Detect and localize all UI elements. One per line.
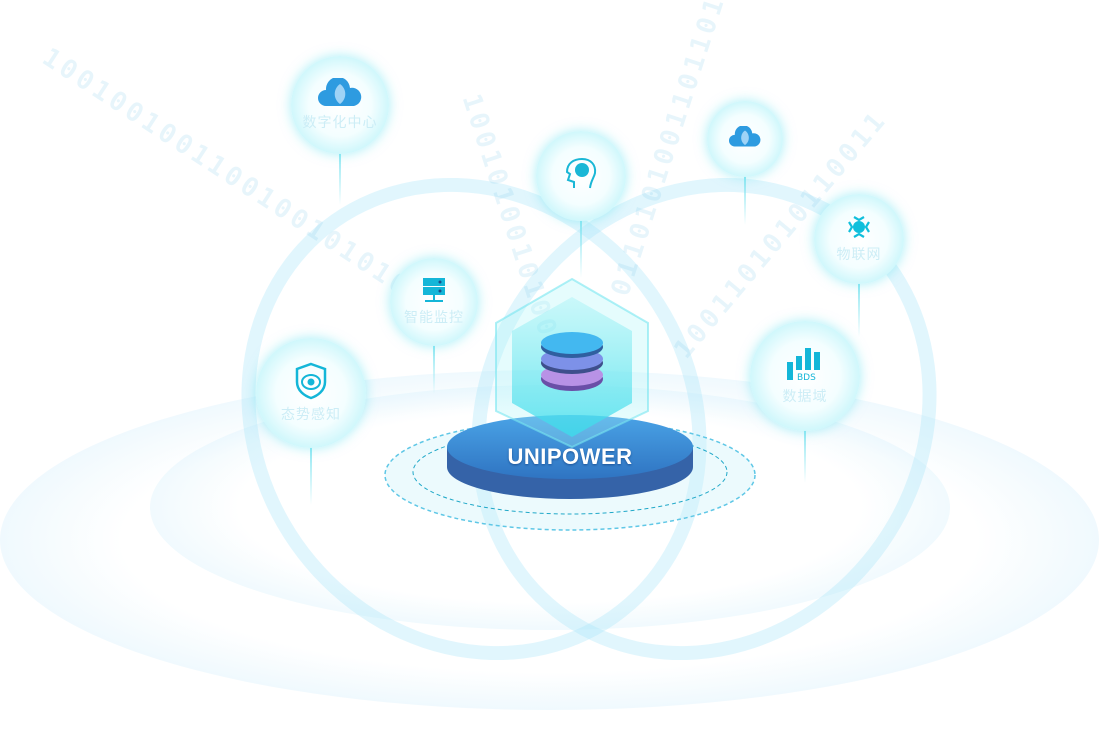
node-label: 数字化中心: [302, 114, 378, 130]
platform-label: UNIPOWER: [507, 444, 633, 469]
cloud-leaf-icon: [729, 126, 761, 147]
shield-eye-icon: [295, 362, 327, 400]
connector-line: [804, 428, 806, 483]
node-label: 数据域: [782, 388, 828, 404]
server-icon: [423, 278, 445, 302]
node-cloud[interactable]: [707, 101, 783, 177]
connector-line: [433, 344, 435, 394]
cloud-leaf-icon: [318, 78, 362, 106]
connector-line: [744, 175, 746, 225]
node-digital-center[interactable]: 数字化中心: [291, 56, 389, 154]
node-label: 智能监控: [404, 309, 464, 325]
node-situation[interactable]: 态势感知: [256, 338, 366, 448]
database-icon: [541, 332, 603, 391]
node-ai-brain[interactable]: [536, 131, 626, 221]
node-label: 态势感知: [281, 406, 341, 422]
connector-line: [310, 445, 312, 505]
node-iot[interactable]: 物联网: [814, 194, 904, 284]
node-label: 物联网: [836, 246, 882, 262]
node-data-domain[interactable]: BDS 数据域: [750, 321, 860, 431]
brain-chip-icon: [565, 158, 597, 189]
sun-sensor-icon: [848, 216, 870, 238]
connector-line: [339, 150, 341, 205]
hexagon-core: [495, 277, 649, 449]
bar-chart-icon: BDS: [787, 348, 820, 382]
bds-text: BDS: [797, 373, 816, 382]
node-monitoring[interactable]: 智能监控: [390, 258, 478, 346]
connector-line: [580, 218, 582, 278]
connector-line: [858, 282, 860, 337]
